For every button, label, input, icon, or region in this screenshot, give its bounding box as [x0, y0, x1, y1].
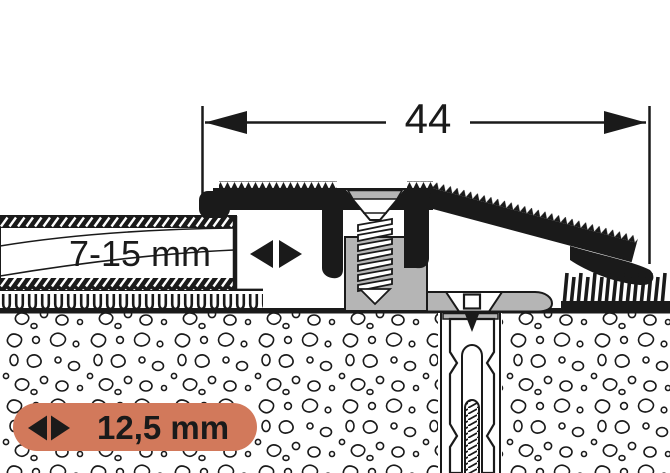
- profile-channel-wall-left: [322, 188, 343, 279]
- anchor-screw-shaft: [464, 399, 480, 473]
- wood-grain-lines: [0, 227, 235, 277]
- flooring-top-layer: [0, 216, 236, 228]
- drill-hole-walls: [440, 313, 501, 473]
- wall-plug-dowel: [438, 312, 502, 473]
- profile-ramp-end: [570, 246, 654, 286]
- screw-head-top: [346, 189, 404, 200]
- dimension-44: 44: [201, 95, 651, 264]
- gripper-base-bar: [561, 301, 670, 312]
- profile-serrations-left: [219, 181, 337, 189]
- floor-thickness-label: 7-15 mm: [69, 233, 211, 274]
- base-foot-channel-square: [462, 293, 482, 310]
- screw-threads: [357, 217, 393, 293]
- height-badge: 12,5 mm: [13, 403, 257, 451]
- gripper-fins: [562, 272, 667, 307]
- left-right-arrows-icon: [28, 415, 70, 441]
- profile-channel-wall-right: [404, 188, 429, 269]
- expansion-arrows-icon: [250, 240, 302, 268]
- anchor-screw-tip: [465, 314, 479, 332]
- dimension-value: 44: [405, 95, 452, 142]
- badge-label: 12,5 mm: [97, 409, 229, 446]
- screw-tip: [357, 288, 393, 306]
- flooring-bottom-layer: [0, 278, 236, 290]
- profile-ramp: [426, 181, 639, 263]
- profile-serrations-mid: [407, 181, 433, 189]
- substrate-surface-line: [0, 308, 670, 314]
- underlay-foam: [0, 288, 263, 310]
- dimension-arrow-left-icon: [205, 111, 247, 134]
- badge-background: [13, 403, 257, 451]
- flooring-cross-section: 7-15 mm: [0, 215, 238, 291]
- fixing-screw: [341, 188, 409, 306]
- dimension-arrow-right-icon: [604, 111, 646, 134]
